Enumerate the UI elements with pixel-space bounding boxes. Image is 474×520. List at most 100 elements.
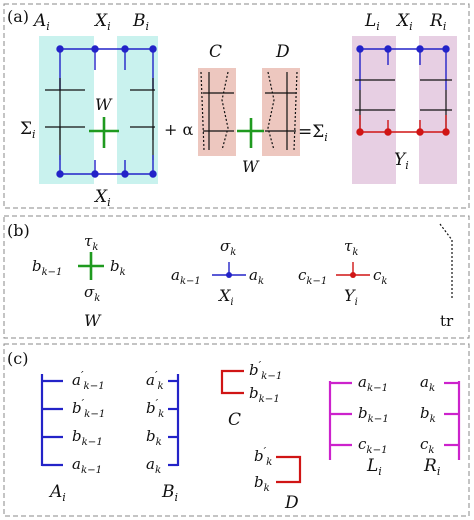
label-base: c — [420, 435, 429, 453]
label-base: b — [72, 399, 82, 417]
right-grid-red — [356, 115, 450, 136]
X-top: σk — [220, 237, 236, 258]
b-leg-label: bk — [146, 427, 162, 448]
label-prime: ′ — [155, 369, 158, 382]
D-labels: b′kbk — [254, 445, 272, 494]
b-leg-label: ak — [146, 455, 161, 476]
region-B — [117, 36, 158, 184]
W-bottom: σk — [84, 283, 100, 304]
label-base: a — [420, 373, 429, 391]
c-leg-label: bk−1 — [249, 384, 280, 405]
label-base: a — [146, 371, 155, 389]
label-subscript: k−1 — [259, 394, 280, 405]
label-base: c — [358, 435, 367, 453]
d-leg-label: bk — [254, 473, 270, 494]
r-leg-label: ak — [420, 373, 435, 394]
Y-right: ck — [373, 266, 387, 287]
label-base: b — [146, 427, 156, 445]
node-Y: τk ck−1 ck Yi — [298, 237, 387, 308]
W-left: bk−1 — [32, 257, 62, 278]
label-subscript: k−1 — [261, 371, 282, 382]
label-eq-sum: =Σi — [298, 122, 328, 144]
label-prime: ′ — [156, 397, 159, 410]
label-C: C — [209, 42, 222, 62]
c-leg-label: b′k−1 — [249, 359, 282, 382]
label-subscript: k — [430, 414, 436, 425]
b-leg-label: a′k — [146, 369, 164, 392]
label-R: Ri — [429, 11, 446, 33]
Y-name: Yi — [344, 286, 358, 308]
W-name: W — [84, 311, 102, 330]
label-subscript: k — [429, 383, 435, 394]
Y-top: τk — [344, 237, 358, 258]
label-X-top: Xi — [93, 11, 111, 33]
label-subscript: k−1 — [366, 445, 387, 456]
label-prime: ′ — [264, 445, 267, 458]
trace-label: tr — [440, 312, 454, 330]
r-leg-label: ck — [420, 435, 435, 456]
left-grid-blue-bottom — [56, 155, 157, 178]
region-A — [39, 36, 94, 184]
R-name: Ri — [423, 456, 440, 478]
label-Y: Yi — [394, 150, 409, 172]
l-leg-label: ak−1 — [358, 373, 388, 394]
label-subscript: k — [158, 409, 164, 420]
label-X-bottom: Xi — [93, 187, 111, 209]
diagram-R — [444, 381, 461, 460]
label-base: b — [420, 404, 430, 422]
label-subscript: k — [158, 381, 164, 392]
a-leg-label: ak−1 — [72, 455, 102, 476]
panel-a-frame — [3, 3, 470, 209]
L-labels: ak−1 bk−1 ck−1 — [358, 373, 389, 456]
A-name: Ai — [48, 482, 66, 504]
Y-left: ck−1 — [298, 266, 327, 287]
label-base: b — [254, 473, 264, 491]
label-base: b — [72, 427, 82, 445]
panel-b-frame — [3, 215, 470, 339]
label-A: Ai — [32, 11, 50, 33]
label-base: b — [249, 361, 259, 379]
label-W-mid: W — [95, 95, 113, 114]
W-top: τk — [84, 232, 98, 253]
label-L: Li — [364, 11, 380, 33]
label-subscript: k — [264, 483, 270, 494]
region-C — [198, 68, 236, 156]
panel-c-frame — [3, 343, 470, 517]
node-W: τk bk−1 bk σk W — [32, 232, 126, 330]
label-base: b — [146, 399, 156, 417]
label-base: b — [254, 447, 264, 465]
label-B: Bi — [132, 11, 149, 33]
label-subscript: k−1 — [84, 381, 105, 392]
label-sum: Σi — [20, 119, 36, 141]
W-right: bk — [110, 257, 126, 278]
l-leg-label: bk−1 — [358, 404, 389, 425]
label-subscript: k−1 — [84, 409, 105, 420]
a-leg-label: bk−1 — [72, 427, 103, 448]
C-labels: b′k−1bk−1 — [249, 359, 282, 405]
left-grid-blue-top — [56, 45, 157, 90]
label-prime: ′ — [81, 369, 84, 382]
label-subscript: k−1 — [81, 465, 102, 476]
label-prime: ′ — [259, 359, 262, 372]
diagram-A — [40, 374, 63, 467]
a-leg-label: a′k−1 — [72, 369, 105, 392]
label-base: a — [146, 455, 155, 473]
label-subscript: k — [155, 465, 161, 476]
label-subscript: k−1 — [82, 437, 103, 448]
D-name: D — [284, 493, 299, 513]
diagram-B — [168, 374, 180, 467]
middle-W-cross — [237, 118, 264, 148]
panel-c-tag: (c) — [7, 349, 28, 368]
trace-dotted-line — [439, 223, 453, 300]
right-grid-blue — [356, 45, 450, 90]
X-name: Xi — [217, 286, 234, 308]
panel-a-tag: (a) — [7, 7, 29, 26]
label-subscript: k — [428, 445, 434, 456]
X-right: ak — [249, 266, 264, 287]
label-base: b — [249, 384, 259, 402]
region-D — [262, 68, 300, 156]
label-D: D — [275, 42, 290, 62]
label-base: a — [72, 371, 81, 389]
